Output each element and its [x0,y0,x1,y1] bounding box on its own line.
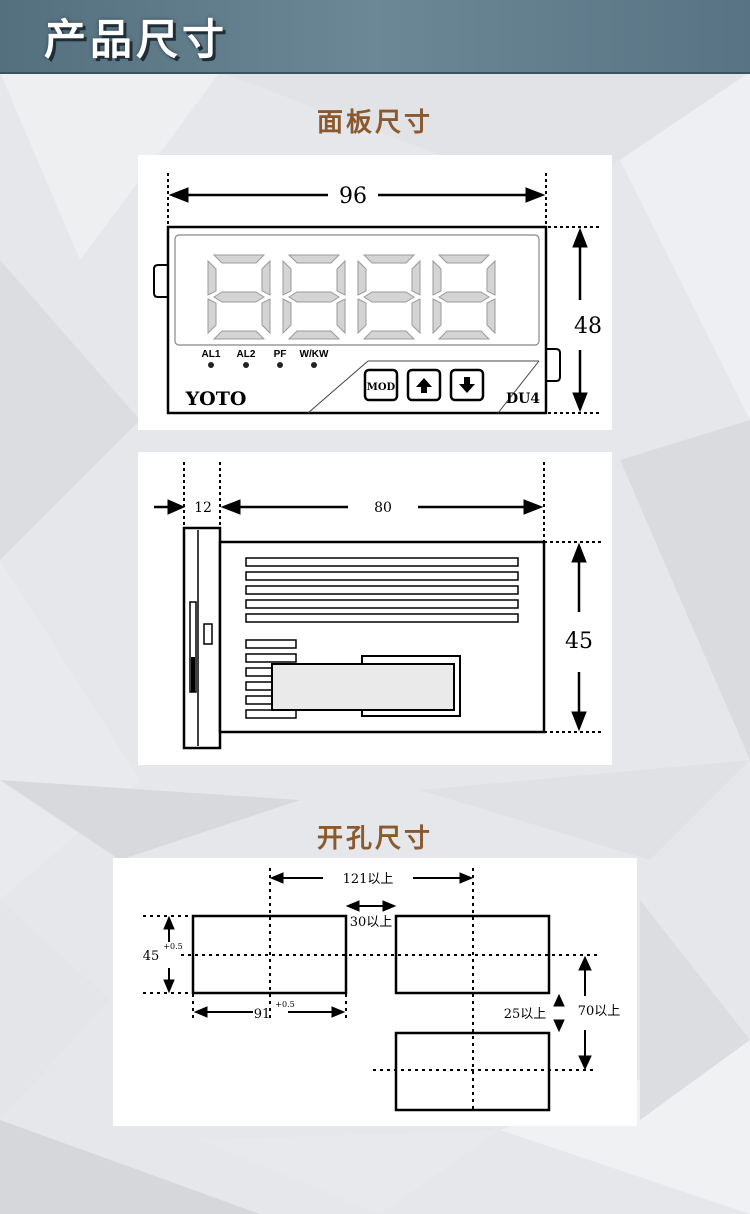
cutout-width-tolerance: +0.5 [275,1000,294,1009]
indicator-led [208,362,214,368]
cutout-panel: 121以上 30以上 45 +0.5 91 +0.5 25以上 70以上 [113,858,637,1126]
cutout-height-tolerance: +0.5 [163,942,182,951]
svg-text:MOD: MOD [367,382,396,393]
side-view-panel: 12 80 45 [138,452,612,765]
panel-dimensions-title: 面板尺寸 [316,108,433,138]
cutout-dimensions-title: 开孔尺寸 [316,824,433,854]
indicator-led [243,362,249,368]
up-button[interactable] [406,368,442,402]
indicator-label-pf: PF [274,349,287,360]
cutout-width-label: 91 [254,1007,271,1022]
side-view-drawing: 12 80 45 [154,462,604,750]
mod-button[interactable]: MOD [363,368,399,402]
bezel-depth-label: 12 [194,500,212,516]
model-label: DU4 [506,391,540,407]
indicator-label-al1: AL1 [202,349,221,360]
cutout-spacing-horizontal-label: 121以上 [343,872,394,887]
cutout-height-label: 45 [143,949,160,964]
front-view-panel: 96 48 AL1 AL2 PF W/KW YOTO DU4 MOD [138,155,612,430]
seven-seg-digit [282,254,346,340]
down-arrow-icon [459,377,475,393]
indicator-led [311,362,317,368]
header-bar: 产品尺寸 [0,0,750,74]
body-depth-label: 80 [374,500,392,516]
brand-logo: YOTO [185,388,247,410]
indicator-label-wkw: W/KW [300,349,329,360]
up-arrow-icon [416,378,432,393]
seven-seg-digit [207,254,271,340]
cutout-gap-vertical-label: 25以上 [504,1007,547,1022]
indicator-label-al2: AL2 [237,349,256,360]
seven-seg-digit [357,254,421,340]
width-dimension-label: 96 [339,184,367,209]
height-dimension-label: 48 [574,314,602,339]
page-title: 产品尺寸 [44,15,229,64]
down-button[interactable] [449,368,485,402]
cutout-drawing: 121以上 30以上 45 +0.5 91 +0.5 25以上 70以上 [143,868,621,1113]
cutout-gap-horizontal-label: 30以上 [350,915,393,930]
seven-seg-digit [432,254,496,340]
cutout-spacing-vertical-label: 70以上 [578,1004,621,1019]
indicator-led [277,362,283,368]
front-view-drawing: 96 48 AL1 AL2 PF W/KW YOTO DU4 MOD [153,173,602,415]
body-height-label: 45 [565,629,593,654]
